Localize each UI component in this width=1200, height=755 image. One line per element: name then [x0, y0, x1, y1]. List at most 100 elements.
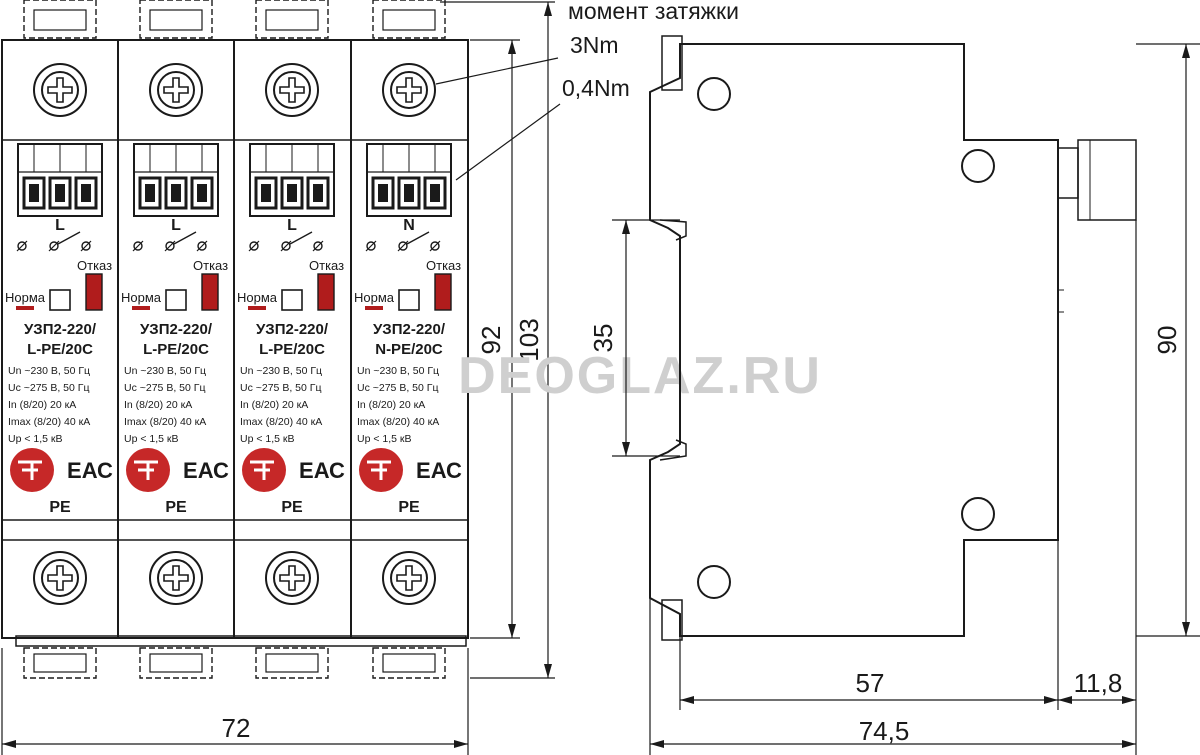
bottom-clip	[372, 647, 446, 679]
watermark: DEOGLAZ.RU	[458, 347, 822, 405]
arrowhead	[544, 2, 552, 16]
arrowhead	[1058, 696, 1072, 704]
model-line-2: N-PE/20C	[375, 341, 443, 358]
terminal-slot	[190, 176, 214, 210]
front-view	[1, 39, 469, 647]
arrowhead	[1182, 44, 1190, 58]
dim-depth-main-label: 57	[856, 668, 885, 698]
pe-label: PE	[165, 499, 187, 516]
eac-mark-icon: ЕАС	[299, 458, 345, 483]
arrowhead	[544, 664, 552, 678]
fault-indicator	[317, 273, 335, 311]
screw-head-icon	[390, 559, 428, 597]
norm-marker	[365, 306, 383, 310]
spec-line: Un ~230 В, 50 Гц	[357, 365, 439, 377]
norm-indicator	[398, 289, 420, 311]
screw-outer	[149, 551, 203, 605]
model-line-2: L-PE/20C	[143, 341, 209, 358]
arrowhead	[1122, 696, 1136, 704]
contact-mark	[397, 240, 409, 252]
side-body-outline	[649, 43, 1059, 637]
switch-arm-icon	[173, 231, 197, 245]
spec-line: In (8/20) 20 кА	[8, 399, 76, 411]
torque-leaders	[435, 57, 561, 181]
terminal-slot-fill	[145, 184, 155, 202]
rivet-hole	[697, 565, 731, 599]
leader-screw	[435, 57, 559, 85]
top-clip-inner	[33, 9, 87, 31]
dim-din-rail-label: 35	[588, 324, 618, 353]
fault-label: Отказ	[193, 258, 228, 273]
terminal-slot-fill	[261, 184, 271, 202]
screw-head-icon	[41, 559, 79, 597]
contact-mark	[80, 240, 92, 252]
contact-icon	[165, 241, 175, 251]
fault-label: Отказ	[309, 258, 344, 273]
terminal-slot-fill	[430, 184, 440, 202]
contact-mark	[16, 240, 28, 252]
norm-marker	[132, 306, 150, 310]
screw-head-icon	[390, 71, 428, 109]
contact-mark	[365, 240, 377, 252]
bottom-clip	[139, 647, 213, 679]
arrowhead	[650, 740, 664, 748]
terminal-slot	[164, 176, 188, 210]
spec-line: Up < 1,5 кВ	[240, 433, 295, 445]
din-hook-bottom	[659, 439, 687, 461]
contact-icon	[430, 241, 440, 251]
model-line-1: УЗП2-220/	[373, 321, 446, 338]
contact-mark	[312, 240, 324, 252]
terminal-slot	[280, 176, 304, 210]
bottom-clip	[23, 647, 97, 679]
rivet-hole	[697, 77, 731, 111]
screw-outer	[265, 551, 319, 605]
front-dim-arrows	[2, 2, 552, 748]
dim-depth-total-label: 74,5	[859, 716, 910, 746]
cross-slot-icon	[396, 565, 422, 591]
model-line-2: L-PE/20C	[27, 341, 93, 358]
cross-slot-icon	[279, 77, 305, 103]
terminal-slot	[254, 176, 278, 210]
model-line-1: УЗП2-220/	[256, 321, 329, 338]
spec-line: Up < 1,5 кВ	[124, 433, 179, 445]
terminal-slot	[48, 176, 72, 210]
spec-line: In (8/20) 20 кА	[357, 399, 425, 411]
cross-slot-icon	[396, 77, 422, 103]
contact-icon	[197, 241, 207, 251]
eac-mark-icon: ЕАС	[183, 458, 229, 483]
model-line-1: УЗП2-220/	[24, 321, 97, 338]
top-clip	[372, 0, 446, 39]
cross-slot-icon	[163, 77, 189, 103]
model-line-1: УЗП2-220/	[140, 321, 213, 338]
torque-terminal-value: 0,4Nm	[562, 75, 630, 101]
top-clip	[139, 0, 213, 39]
dim-height-body-label: 92	[476, 326, 506, 355]
eac-mark-icon: ЕАС	[416, 458, 462, 483]
top-clip	[23, 0, 97, 39]
din-hook-top	[659, 219, 687, 241]
spec-line: Uc ~275 В, 50 Гц	[240, 382, 321, 394]
norm-label: Норма	[237, 290, 278, 305]
norm-indicator	[281, 289, 303, 311]
terminal-slot-fill	[287, 184, 297, 202]
arrowhead	[508, 624, 516, 638]
pe-label: PE	[281, 499, 303, 516]
cross-slot-icon	[163, 565, 189, 591]
arrowhead	[508, 40, 516, 54]
pole-label: N	[403, 217, 415, 234]
front-dimensions	[1, 1, 555, 755]
norm-marker	[16, 306, 34, 310]
bottom-clip-inner	[265, 653, 319, 673]
norm-label: Норма	[121, 290, 162, 305]
contact-icon	[313, 241, 323, 251]
arrowhead	[622, 220, 630, 234]
cross-slot-icon	[47, 565, 73, 591]
terminal-slot	[371, 176, 395, 210]
pole-label: L	[171, 217, 181, 234]
screw-head-icon	[41, 71, 79, 109]
switch-arm-icon	[406, 231, 430, 245]
terminal-slot-fill	[378, 184, 388, 202]
switch-arm-icon	[57, 231, 81, 245]
terminal-slot-fill	[29, 184, 39, 202]
